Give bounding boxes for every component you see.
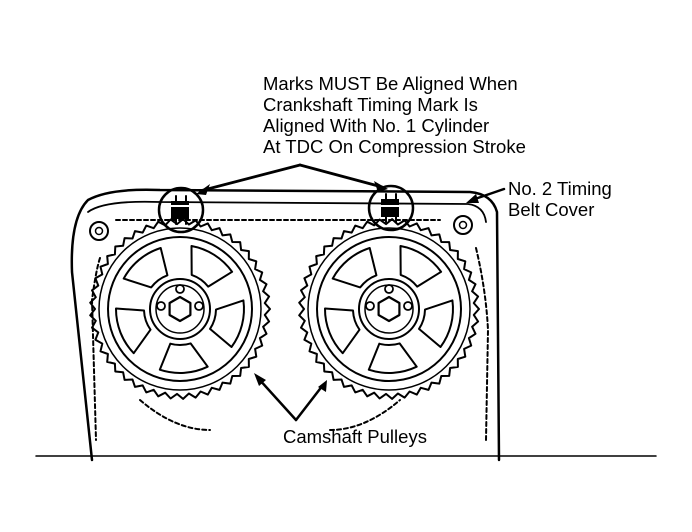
- camshaft-pulleys-label: Camshaft Pulleys: [283, 426, 427, 447]
- hub-pin: [194, 301, 204, 311]
- spoke-window: [190, 245, 234, 288]
- pulley-web-edge: [316, 236, 462, 382]
- timing-belt-cover: [70, 188, 501, 462]
- belt-cover-line-2: Belt Cover: [508, 199, 595, 220]
- spoke-window: [399, 245, 443, 288]
- hub-bolt: [377, 295, 401, 323]
- alignment-note-line-3: Aligned With No. 1 Cylinder: [263, 115, 490, 136]
- hub-pin: [156, 301, 166, 311]
- pulley-hub: [358, 278, 420, 340]
- hub-pin: [365, 301, 375, 311]
- cover-bolt-left: [89, 221, 109, 241]
- pulley-leader-lines: [254, 373, 327, 422]
- hub-bolt: [168, 295, 192, 323]
- pulley-rim: [98, 227, 262, 391]
- spoke-window: [323, 307, 361, 355]
- timing-belt-cover-inner-edge: [87, 200, 487, 223]
- hub-pin: [384, 284, 394, 294]
- spoke-window: [418, 299, 454, 348]
- belt-cover-label: No. 2 Timing Belt Cover: [508, 178, 612, 220]
- pulley-rim: [307, 227, 471, 391]
- alignment-note-label: Marks MUST Be Aligned When Crankshaft Ti…: [263, 73, 526, 157]
- pulley-hub: [149, 278, 211, 340]
- spoke-window: [158, 342, 209, 374]
- pulley-teeth: [298, 218, 480, 400]
- spoke-window: [122, 247, 169, 289]
- timing-mark-right: [367, 184, 415, 232]
- spoke-window: [209, 299, 245, 348]
- camshaft-pulley-left: [89, 218, 271, 400]
- belt-cover-line-1: No. 2 Timing: [508, 178, 612, 199]
- alignment-leader-lines: [196, 163, 388, 195]
- pulley-teeth: [89, 218, 271, 400]
- hub-pin: [175, 284, 185, 294]
- alignment-note-line-1: Marks MUST Be Aligned When: [263, 73, 518, 94]
- cover-bolt-right: [453, 215, 473, 235]
- pulley-web-edge: [107, 236, 253, 382]
- hub-pin: [403, 301, 413, 311]
- spoke-window: [367, 342, 418, 374]
- camshaft-pulley-right: [298, 218, 480, 400]
- timing-belt-lower-run: [139, 399, 401, 431]
- spoke-window: [331, 247, 378, 289]
- alignment-note-line-4: At TDC On Compression Stroke: [263, 136, 526, 157]
- alignment-note-line-2: Crankshaft Timing Mark Is: [263, 94, 478, 115]
- timing-mark-left: [157, 186, 205, 234]
- spoke-window: [114, 307, 152, 355]
- belt-cover-leader: [466, 187, 506, 203]
